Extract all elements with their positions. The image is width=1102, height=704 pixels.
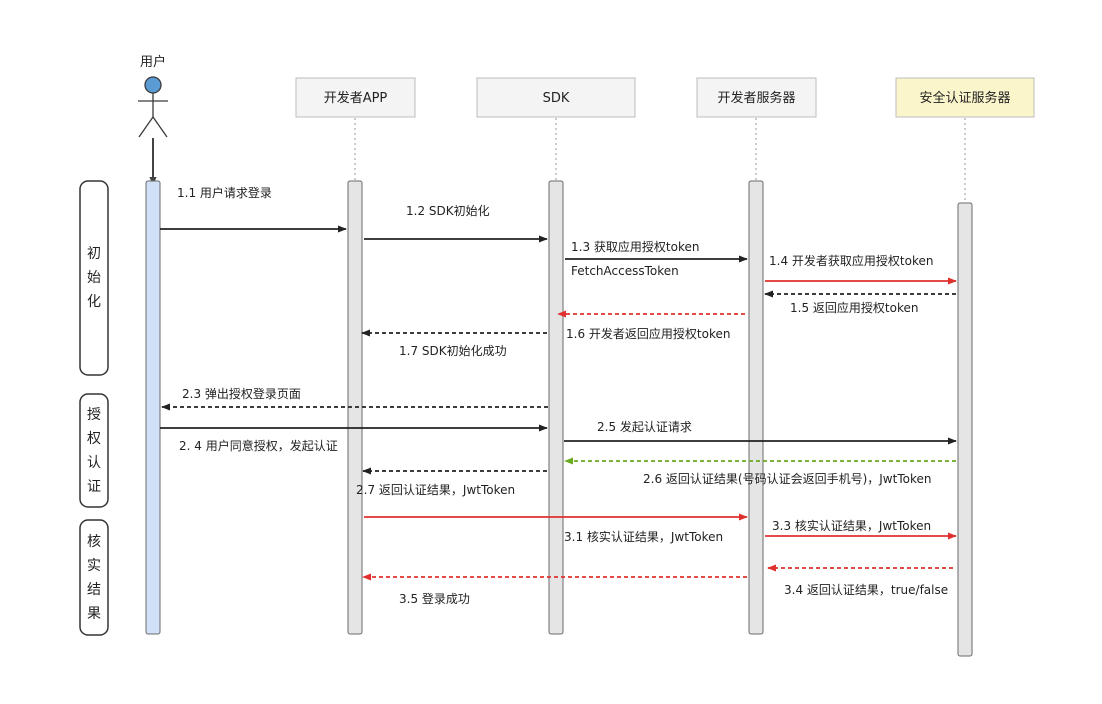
message-2-5: 2.5 发起认证请求 bbox=[564, 419, 957, 445]
activation-bar-devserver bbox=[748, 180, 764, 635]
phase-verify-char: 实 bbox=[87, 558, 101, 574]
message-label: 1.3 获取应用授权token bbox=[571, 239, 699, 254]
message-1-2: 1.2 SDK初始化 bbox=[364, 204, 548, 243]
phase-init-box bbox=[79, 180, 109, 376]
participant-authserver: 安全认证服务器 bbox=[895, 77, 1035, 118]
participant-app-box bbox=[295, 77, 416, 118]
message-1-6: 1.6 开发者返回应用授权token bbox=[557, 310, 745, 341]
message-3-4: 3.4 返回认证结果，true/false bbox=[767, 564, 953, 597]
message-label: 1.1 用户请求登录 bbox=[177, 185, 272, 200]
message-label: 3.4 返回认证结果，true/false bbox=[784, 583, 948, 597]
message-2-4: 2. 4 用户同意授权，发起认证 bbox=[160, 424, 548, 453]
participant-app-label: 开发者APP bbox=[324, 90, 388, 106]
phase-init-char: 化 bbox=[87, 294, 101, 310]
message-label: 1.2 SDK初始化 bbox=[406, 204, 490, 218]
message-label: 2.5 发起认证请求 bbox=[597, 419, 692, 434]
phase-verify-char: 结 bbox=[87, 582, 101, 598]
actor-label: 用户 bbox=[140, 54, 166, 70]
message-label: 2. 4 用户同意授权，发起认证 bbox=[179, 438, 338, 453]
message-label: 1.6 开发者返回应用授权token bbox=[566, 326, 730, 341]
phase-auth-char: 证 bbox=[87, 479, 101, 495]
message-2-6: 2.6 返回认证结果(号码认证会返回手机号)，JwtToken bbox=[564, 457, 956, 486]
phase-init: 初 始 化 bbox=[79, 180, 109, 376]
message-label: 3.3 核实认证结果，JwtToken bbox=[772, 518, 931, 533]
message-1-4: 1.4 开发者获取应用授权token bbox=[765, 253, 957, 285]
phase-auth: 授 权 认 证 bbox=[79, 393, 109, 508]
actor-user: 用户 bbox=[138, 54, 168, 186]
phase-verify-char: 核 bbox=[87, 534, 101, 550]
participant-devserver-box bbox=[696, 77, 817, 118]
actor-leg-left bbox=[138, 116, 154, 138]
message-3-1: 3.1 核实认证结果，JwtToken bbox=[364, 513, 748, 544]
activation-bar-authserver bbox=[957, 202, 973, 657]
participant-authserver-box bbox=[895, 77, 1035, 118]
phase-init-char: 始 bbox=[87, 270, 101, 286]
phase-verify: 核 实 结 果 bbox=[79, 519, 109, 636]
actor-leg-right bbox=[152, 116, 168, 138]
actor-head bbox=[144, 76, 162, 94]
message-label: 3.5 登录成功 bbox=[399, 591, 470, 606]
message-1-5: 1.5 返回应用授权token bbox=[764, 290, 956, 315]
phase-auth-box bbox=[79, 393, 109, 508]
message-1-7: 1.7 SDK初始化成功 bbox=[361, 329, 547, 358]
message-label: 1.7 SDK初始化成功 bbox=[399, 344, 507, 358]
phase-auth-char: 授 bbox=[87, 407, 101, 423]
phase-verify-char: 果 bbox=[87, 606, 101, 622]
message-label: 3.1 核实认证结果，JwtToken bbox=[564, 529, 723, 544]
participant-devserver-label: 开发者服务器 bbox=[717, 90, 795, 106]
message-label: 2.7 返回认证结果，JwtToken bbox=[356, 483, 515, 497]
message-2-3: 2.3 弹出授权登录页面 bbox=[161, 386, 548, 411]
participant-sdk-box bbox=[476, 77, 636, 118]
message-3-3: 3.3 核实认证结果，JwtToken bbox=[765, 518, 957, 540]
message-2-7: 2.7 返回认证结果，JwtToken bbox=[356, 467, 547, 497]
lifelines bbox=[354, 118, 966, 203]
phase-auth-char: 认 bbox=[87, 455, 101, 471]
participant-sdk-label: SDK bbox=[543, 91, 570, 106]
phase-verify-box bbox=[79, 519, 109, 636]
message-label: 2.3 弹出授权登录页面 bbox=[182, 386, 301, 401]
message-label: 1.4 开发者获取应用授权token bbox=[769, 253, 933, 268]
participant-sdk: SDK bbox=[476, 77, 636, 118]
phase-init-char: 初 bbox=[87, 245, 101, 262]
messages: 1.1 用户请求登录 1.2 SDK初始化 1.3 获取应用授权token Fe… bbox=[160, 185, 957, 606]
participant-authserver-label: 安全认证服务器 bbox=[919, 90, 1010, 106]
participant-devserver: 开发者服务器 bbox=[696, 77, 817, 118]
message-1-3: 1.3 获取应用授权token FetchAccessToken bbox=[565, 239, 748, 278]
phase-auth-char: 权 bbox=[87, 431, 101, 447]
participant-app: 开发者APP bbox=[295, 77, 416, 118]
message-1-1: 1.1 用户请求登录 bbox=[160, 185, 347, 233]
activation-bars bbox=[145, 180, 973, 657]
message-label: 1.5 返回应用授权token bbox=[790, 300, 918, 315]
message-label-line2: FetchAccessToken bbox=[571, 264, 679, 278]
message-3-5: 3.5 登录成功 bbox=[362, 573, 747, 606]
activation-bar-sdk bbox=[548, 180, 564, 635]
activation-bar-user bbox=[145, 180, 161, 635]
message-label: 2.6 返回认证结果(号码认证会返回手机号)，JwtToken bbox=[643, 472, 931, 486]
